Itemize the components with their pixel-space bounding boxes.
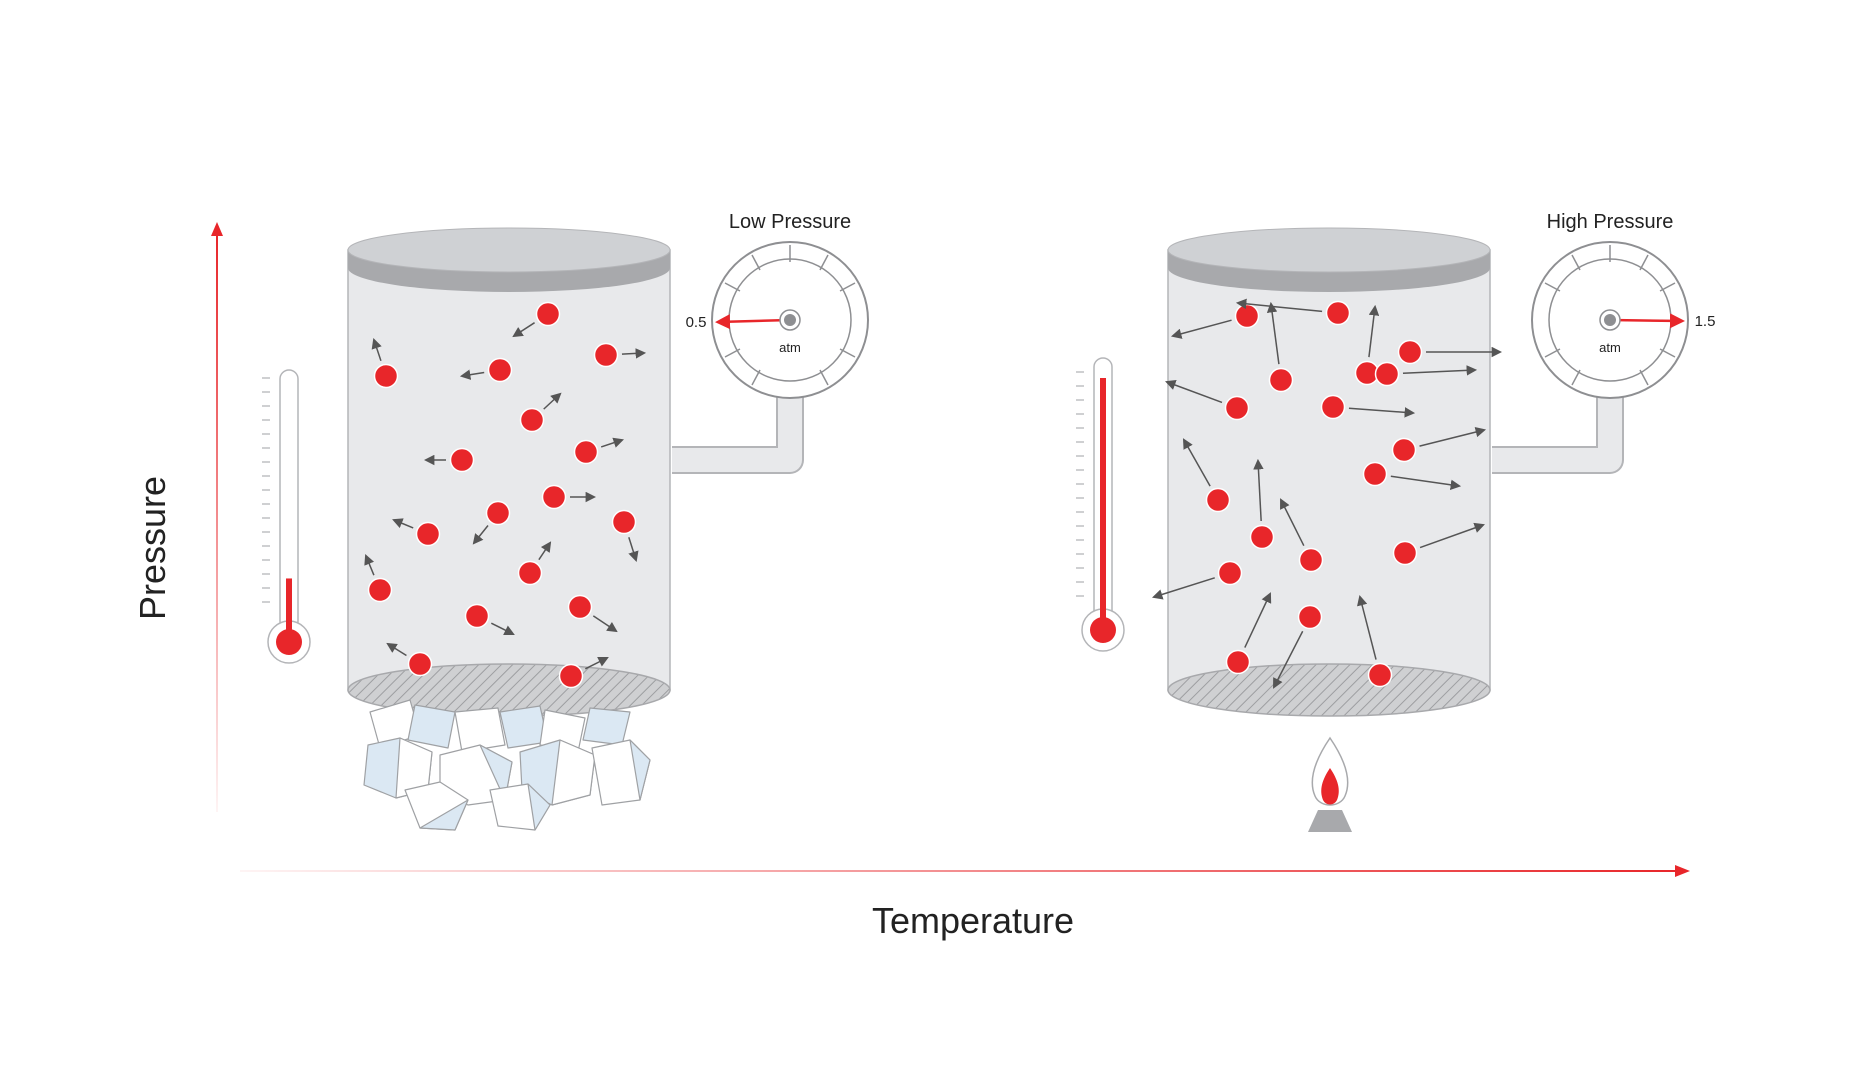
gas-particle — [485, 500, 511, 526]
particle-velocity-arrow — [1253, 458, 1264, 522]
gas-particle — [1224, 395, 1250, 421]
gas-particle — [1362, 461, 1388, 487]
gas-particle — [519, 407, 545, 433]
particle-velocity-arrow — [1165, 380, 1223, 404]
hot-container-lid — [1167, 227, 1491, 273]
hot-thermometer-icon — [1076, 357, 1125, 652]
gas-particle — [517, 560, 543, 586]
gas-particle — [1225, 649, 1251, 675]
gas-particle — [449, 447, 475, 473]
particle-velocity-arrow — [543, 392, 562, 410]
gas-particle — [367, 577, 393, 603]
particle-velocity-arrow — [1402, 365, 1478, 376]
gas-particle — [464, 603, 490, 629]
gas-particle — [611, 509, 637, 535]
gas-particle — [573, 439, 599, 465]
temperature-axis-label: Temperature — [872, 900, 1074, 941]
particle-velocity-arrow — [1170, 319, 1232, 339]
particle-velocity-arrow — [392, 518, 414, 529]
gas-particle — [1325, 300, 1351, 326]
gas-particle — [415, 521, 441, 547]
particle-velocity-arrow — [1348, 407, 1416, 418]
gas-particle — [1297, 604, 1323, 630]
particle-velocity-arrow — [512, 322, 535, 338]
particle-velocity-arrow — [628, 537, 639, 563]
particle-velocity-arrow — [621, 348, 647, 359]
particle-velocity-arrow — [1182, 438, 1211, 487]
particle-velocity-arrow — [472, 525, 489, 545]
gas-particle — [1392, 540, 1418, 566]
particle-velocity-arrow — [1235, 298, 1323, 313]
gas-particle — [1268, 367, 1294, 393]
gas-particle — [535, 301, 561, 327]
gas-particle — [1374, 361, 1400, 387]
gas-particle — [1205, 487, 1231, 513]
gas-particle — [567, 594, 593, 620]
ice-cubes-icon — [363, 699, 651, 831]
particle-velocity-arrow — [1266, 301, 1280, 365]
particle-velocity-arrow — [371, 338, 382, 362]
particle-velocity-arrow — [1280, 498, 1305, 547]
particle-velocity-arrow — [1273, 630, 1304, 689]
high-pressure-gauge-unit: atm — [1599, 340, 1621, 355]
particle-velocity-arrow — [459, 369, 485, 380]
particle-velocity-arrow — [600, 437, 624, 448]
particle-velocity-arrow — [592, 615, 618, 633]
low-pressure-gauge — [711, 241, 869, 399]
low-pressure-gauge-title: Low Pressure — [729, 211, 851, 233]
cold-container — [347, 227, 804, 717]
cold-gas-particles — [364, 301, 647, 689]
particle-velocity-arrow — [584, 657, 609, 670]
particle-velocity-arrow — [1244, 592, 1272, 648]
gas-particle — [541, 484, 567, 510]
gas-particle — [373, 363, 399, 389]
particle-velocity-arrow — [490, 622, 515, 635]
gas-particle — [1397, 339, 1423, 365]
particle-velocity-arrow — [386, 642, 407, 657]
pressure-axis — [211, 222, 223, 812]
cold-container-lid — [347, 227, 671, 273]
high-pressure-gauge-title: High Pressure — [1547, 211, 1674, 233]
particle-velocity-arrow — [1419, 426, 1487, 447]
hot-gas-particles — [1151, 298, 1503, 689]
particle-velocity-arrow — [364, 554, 375, 576]
flame-icon — [1308, 736, 1352, 832]
gas-particle — [1391, 437, 1417, 463]
cold-thermometer-icon — [262, 369, 311, 664]
high-pressure-gauge — [1531, 241, 1689, 399]
particle-velocity-arrow — [1390, 475, 1462, 491]
gas-particle — [1217, 560, 1243, 586]
particle-velocity-arrow — [1357, 594, 1377, 660]
hot-container-base — [1167, 663, 1491, 717]
pressure-axis-label: Pressure — [132, 476, 173, 620]
high-pressure-gauge-value: 1.5 — [1695, 313, 1716, 330]
gas-particle — [593, 342, 619, 368]
low-pressure-gauge-unit: atm — [779, 340, 801, 355]
particle-velocity-arrow — [1419, 522, 1485, 549]
gas-particle — [407, 651, 433, 677]
temperature-axis — [240, 865, 1690, 877]
particle-velocity-arrow — [1151, 577, 1215, 600]
gas-particle — [558, 663, 584, 689]
low-pressure-gauge-value: 0.5 — [686, 314, 707, 331]
gas-particle — [1249, 524, 1275, 550]
gas-particle — [1234, 303, 1260, 329]
gas-particle — [487, 357, 513, 383]
gas-particle — [1367, 662, 1393, 688]
particle-velocity-arrow — [1368, 304, 1380, 358]
particle-velocity-arrow — [538, 541, 552, 561]
gas-particle — [1320, 394, 1346, 420]
gas-particle — [1298, 547, 1324, 573]
